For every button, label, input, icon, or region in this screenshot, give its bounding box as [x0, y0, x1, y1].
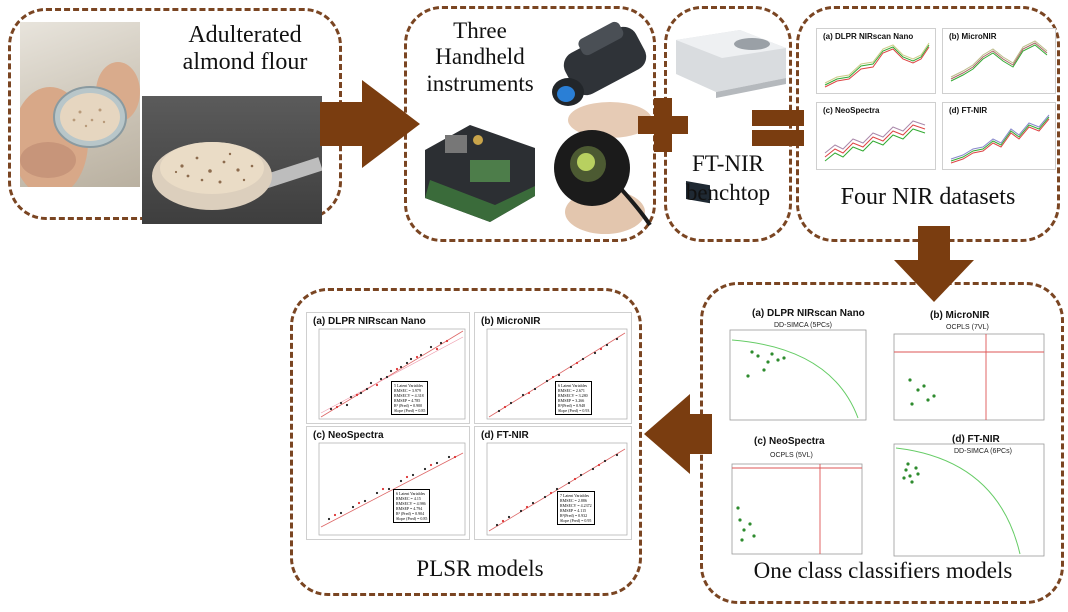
plus-operator — [638, 98, 688, 152]
stage3-caption: FT-NIR benchtop — [668, 150, 788, 208]
nir-spectra-panel-a: (a) DLPR NIRscan Nano — [816, 28, 936, 94]
stage2-caption-line3: instruments — [426, 70, 534, 96]
stage3-caption-line1: FT-NIR — [692, 151, 764, 176]
stage1-caption-line1: Adulterated — [188, 22, 302, 48]
nir-panel-b-spectra — [950, 40, 1048, 82]
stage2-caption-line1: Three — [453, 18, 507, 43]
stage2-caption: Three Handheld instruments — [410, 18, 550, 97]
nir-panel-a-title: (a) DLPR NIRscan Nano — [823, 32, 914, 41]
plsr-panel-d-title: (d) FT-NIR — [481, 430, 529, 441]
plsr-panel-b-scatter — [486, 328, 628, 420]
classifier-panel-c-plot — [731, 463, 863, 555]
classifier-panel-b: (b) MicroNIR OCPLS (7VL) — [888, 300, 1052, 424]
classifier-panel-a-plot — [729, 329, 867, 421]
nir-panel-b-title: (b) MicroNIR — [949, 32, 997, 41]
plsr-panel-a: (a) DLPR NIRscan Nano 5 Latent Variables… — [306, 312, 470, 424]
nir-spectra-panel-d: (d) FT-NIR — [942, 102, 1056, 170]
plsr-panel-b-title: (b) MicroNIR — [481, 316, 541, 327]
plsr-panel-a-title: (a) DLPR NIRscan Nano — [313, 316, 426, 327]
plsr-panel-b: (b) MicroNIR 6 Latent Variables RMSEC = … — [474, 312, 632, 424]
classifier-panel-d-subtitle: DD-SIMCA (6PCs) — [954, 448, 1012, 455]
nir-spectra-panel-c: (c) NeoSpectra — [816, 102, 936, 170]
micronir-device-image — [552, 21, 647, 106]
classifier-panel-d-plot — [893, 443, 1045, 557]
plsr-panel-a-stats: 5 Latent Variables RMSEC = 3.979 RMSECV … — [391, 381, 429, 415]
nir-panel-d-title: (d) FT-NIR — [949, 106, 988, 115]
stage1-caption: Adulterated almond flour — [170, 22, 320, 76]
classifier-panel-c-subtitle: OCPLS (5VL) — [770, 452, 813, 459]
neospectra-device-image — [554, 102, 652, 234]
classifier-panel-a-subtitle: DD-SIMCA (5PCs) — [774, 322, 832, 329]
classifier-panel-c-title: (c) NeoSpectra — [754, 436, 825, 447]
almond-flour-spoon-photo — [142, 96, 322, 224]
nir-panel-c-title: (c) NeoSpectra — [823, 106, 880, 115]
classifier-panel-a: (a) DLPR NIRscan Nano DD-SIMCA (5PCs) — [712, 300, 872, 424]
stage-box-plsr-models — [290, 288, 642, 596]
stage5-caption: One class classifiers models — [753, 558, 1013, 583]
plsr-panel-c-title: (c) NeoSpectra — [313, 430, 384, 441]
classifier-panel-d-title: (d) FT-NIR — [952, 434, 1000, 445]
nir-panel-a-spectra — [824, 42, 930, 88]
plsr-panel-b-stats: 6 Latent Variables RMSEC = 2.671 RMSECV … — [555, 381, 593, 415]
plsr-panel-c-stats: 6 Latent Variables RMSEC = 4.15 RMSECV =… — [393, 489, 431, 523]
plsr-panel-d-stats: 7 Latent Variables RMSEC = 2.886 RMSECV … — [557, 491, 595, 525]
classifier-panel-d: (d) FT-NIR DD-SIMCA (6PCs) — [888, 430, 1052, 560]
plsr-panel-c: (c) NeoSpectra 6 Latent Variables RMSEC … — [306, 426, 470, 540]
stage4-caption: Four NIR datasets — [840, 184, 1016, 210]
stage2-caption-line2: Handheld — [435, 44, 525, 70]
plsr-panel-d-scatter — [486, 442, 628, 536]
nir-panel-d-spectra — [950, 114, 1050, 164]
almond-flour-jar-photo — [20, 22, 140, 187]
plsr-panel-d: (d) FT-NIR 7 Latent Variables RMSEC = 2.… — [474, 426, 632, 540]
plsr-panel-a-scatter — [318, 328, 466, 420]
arrow-right-to-instruments — [320, 80, 420, 168]
classifier-panel-b-plot — [893, 333, 1045, 421]
hand-holding-jar-illustration — [20, 62, 140, 187]
classifier-panel-b-title: (b) MicroNIR — [930, 310, 990, 321]
stage3-caption-line2: benchtop — [685, 179, 771, 205]
spoon-illustration — [152, 142, 322, 210]
ftnir-benchtop-image — [676, 30, 786, 204]
stage6-caption: PLSR models — [416, 556, 544, 581]
classifier-panel-c: (c) NeoSpectra OCPLS (5VL) — [712, 430, 872, 560]
equals-operator — [752, 110, 804, 146]
nir-panel-c-spectra — [824, 120, 926, 162]
stage1-caption-line2: almond flour — [182, 48, 308, 75]
arrow-down-to-classifiers — [894, 226, 974, 302]
nirscan-nano-device-image — [425, 125, 535, 222]
classifier-panel-a-title: (a) DLPR NIRscan Nano — [752, 308, 865, 319]
arrow-left-to-plsr — [644, 394, 712, 474]
nir-spectra-panel-b: (b) MicroNIR — [942, 28, 1056, 94]
classifier-panel-b-subtitle: OCPLS (7VL) — [946, 324, 989, 331]
plsr-panel-c-scatter — [318, 442, 466, 536]
